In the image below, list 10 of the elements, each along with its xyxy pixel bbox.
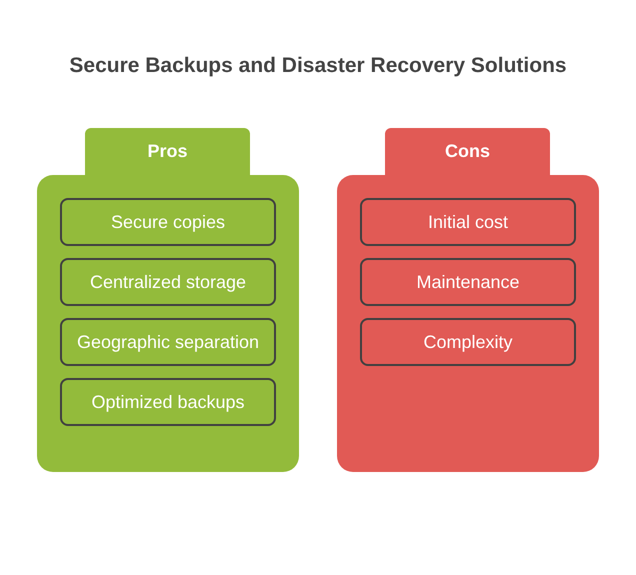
item-box: Centralized storage — [60, 258, 276, 306]
title: Secure Backups and Disaster Recovery Solutions — [68, 53, 568, 79]
item-box: Optimized backups — [60, 378, 276, 426]
item-box: Complexity — [360, 318, 576, 366]
item-box: Geographic separation — [60, 318, 276, 366]
item-box: Maintenance — [360, 258, 576, 306]
item-box: Secure copies — [60, 198, 276, 246]
tab-header: Cons — [385, 128, 550, 175]
tab-header: Pros — [85, 128, 250, 175]
item-box: Initial cost — [360, 198, 576, 246]
